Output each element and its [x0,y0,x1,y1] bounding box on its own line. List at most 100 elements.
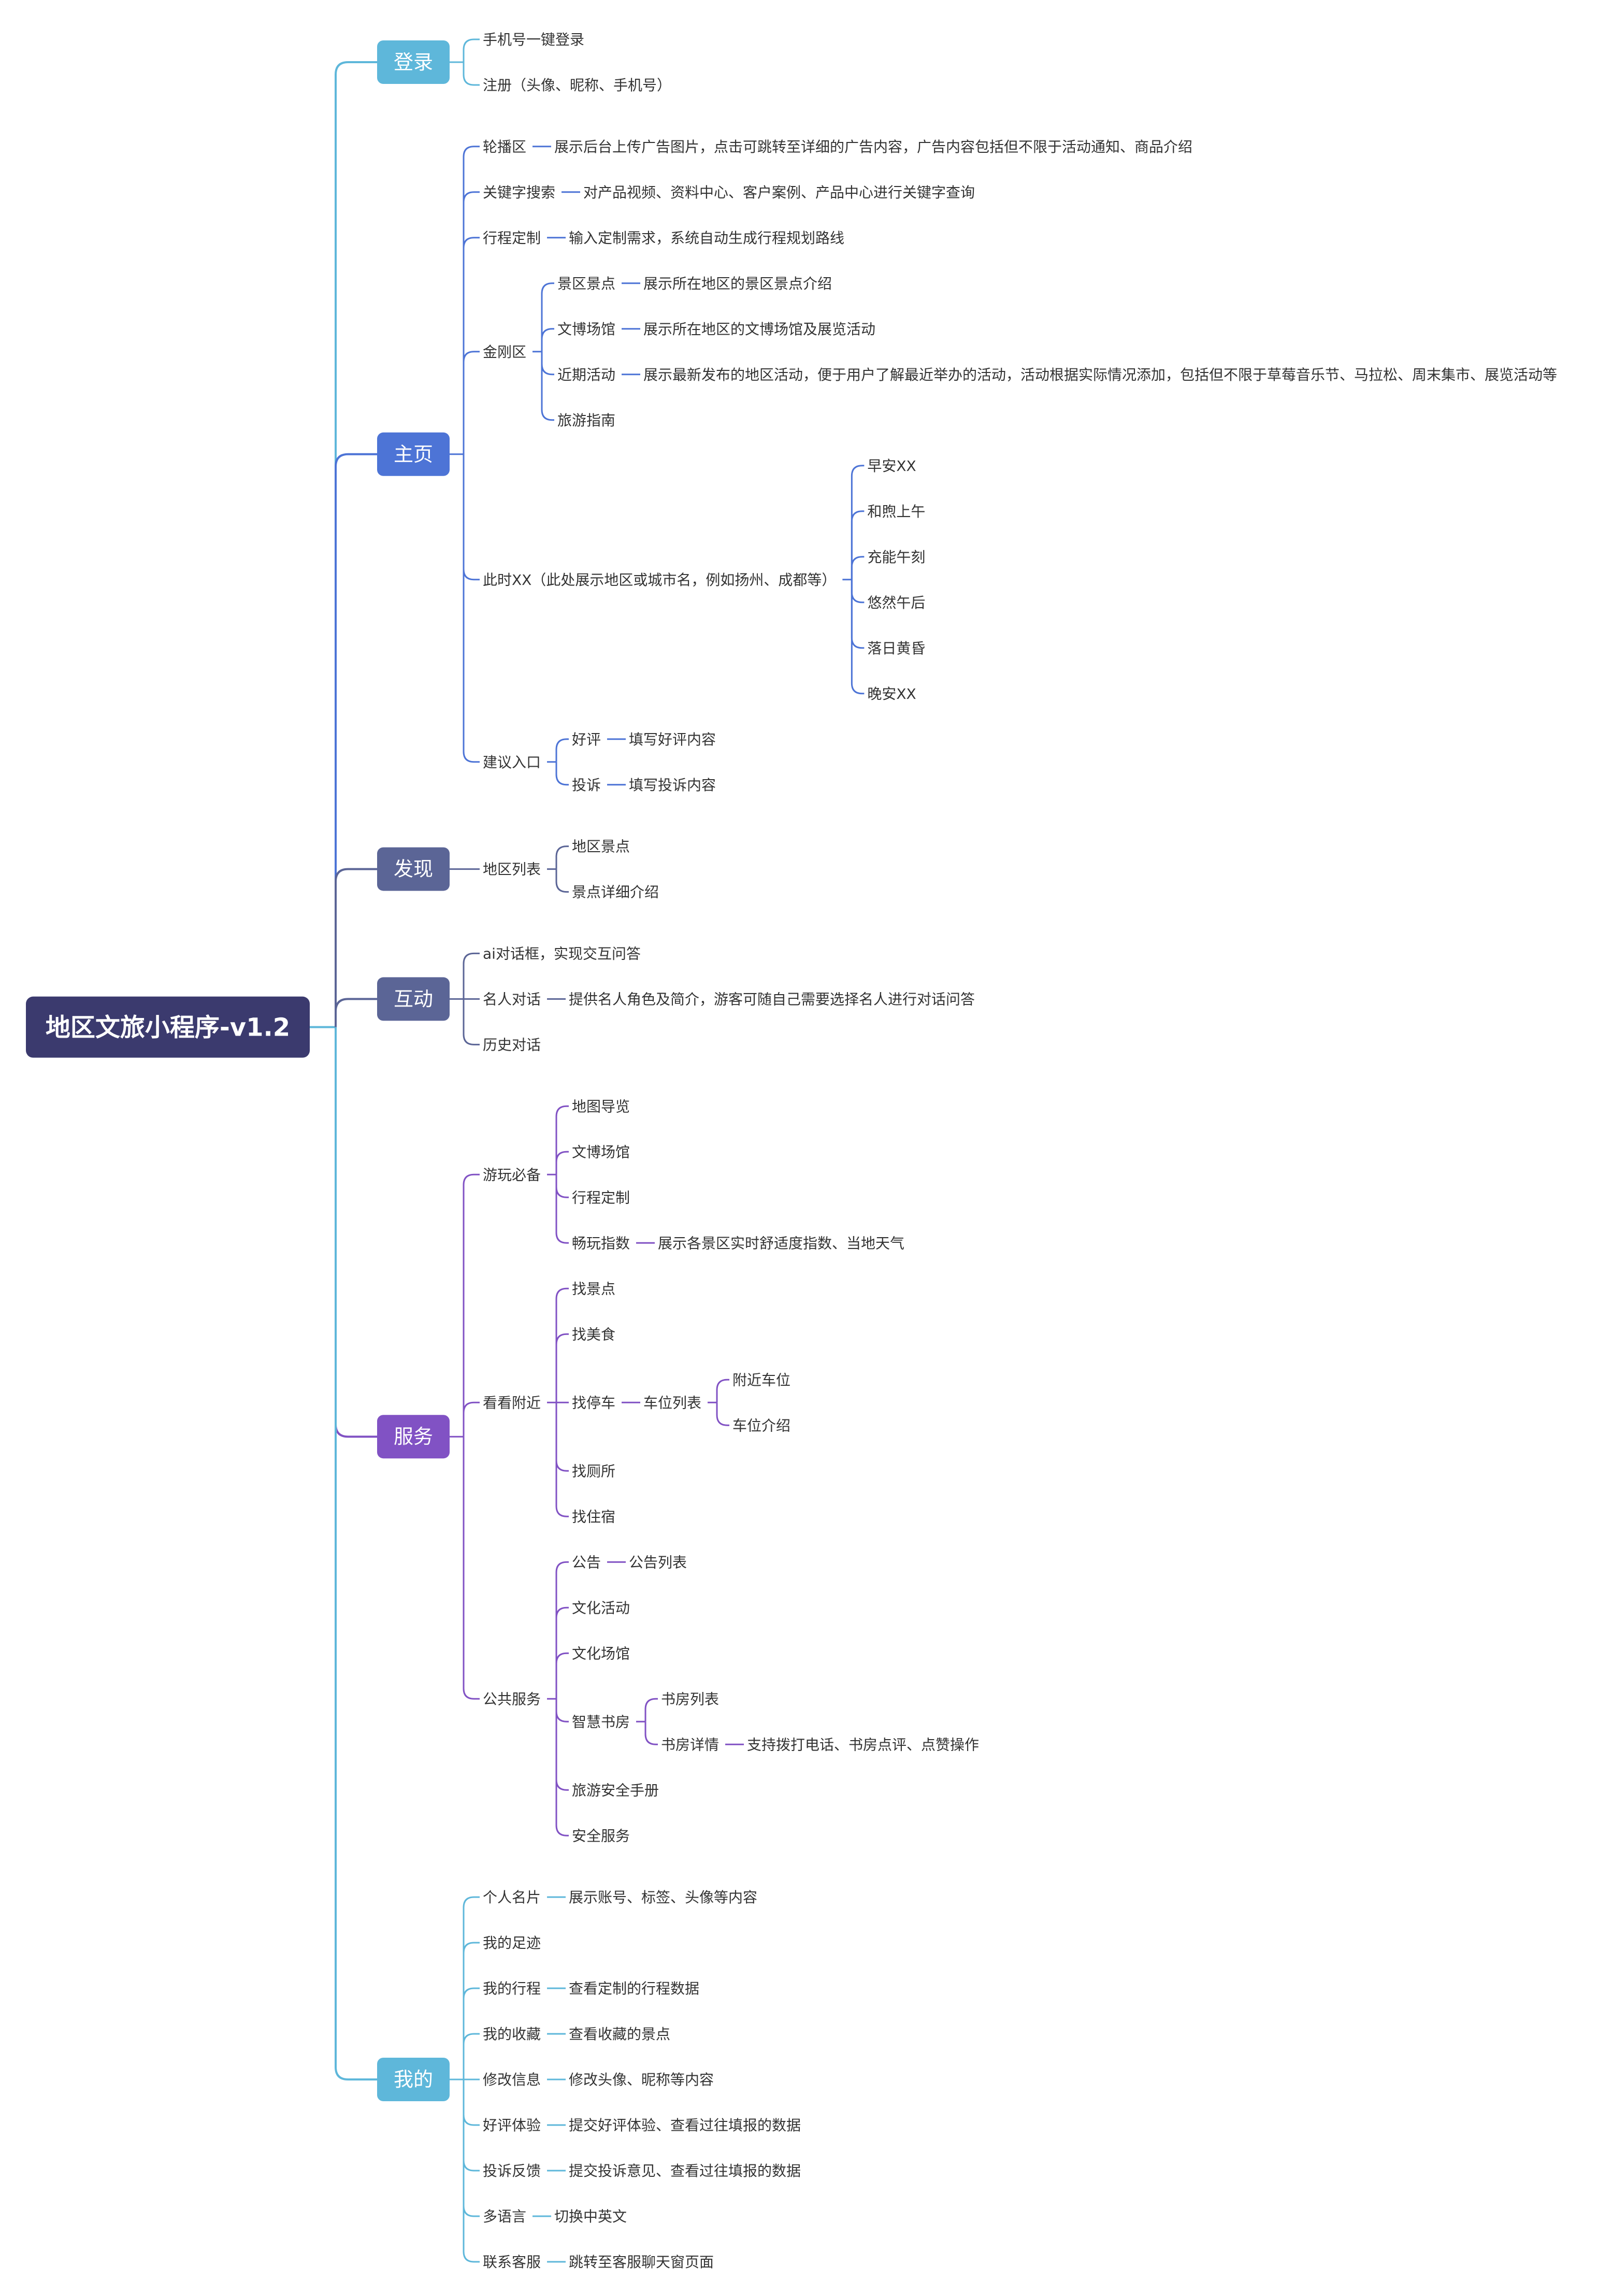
topic-label[interactable]: 名人对话 [483,991,541,1008]
topic-label[interactable]: 好评 [572,731,601,748]
topic-label[interactable]: 找住宿 [572,1508,615,1525]
topic-label[interactable]: 近期活动 [557,366,615,383]
topic-label[interactable]: 展示各景区实时舒适度指数、当地天气 [658,1235,904,1252]
topic-label[interactable]: 早安XX [867,457,916,475]
topic-label[interactable]: 查看收藏的景点 [569,2026,670,2043]
topic-label[interactable]: 提交好评体验、查看过往填报的数据 [569,2117,801,2134]
topic-label[interactable]: 地图导览 [572,1098,630,1115]
root-topic[interactable]: 地区文旅小程序-v1.2 [26,996,310,1058]
topic-label[interactable]: 悠然午后 [867,594,925,611]
topic-label[interactable]: 旅游安全手册 [572,1782,659,1799]
connector-line [463,351,480,454]
topic-label[interactable]: 填写好评内容 [629,731,716,748]
topic-label[interactable]: 投诉反馈 [483,2162,541,2179]
topic-label[interactable]: 修改头像、昵称等内容 [569,2071,714,2088]
topic-label[interactable]: 建议入口 [483,754,541,771]
topic-label[interactable]: 投诉 [572,777,601,794]
topic-label[interactable]: 落日黄昏 [867,640,925,657]
topic-label[interactable]: 文博场馆 [557,321,615,338]
topic-label[interactable]: 文化活动 [572,1599,630,1616]
topic-label[interactable]: 历史对话 [483,1036,541,1053]
branch-home[interactable]: 主页 [377,432,450,476]
topic-label[interactable]: 公告列表 [629,1554,687,1571]
topic-label[interactable]: 晚安XX [867,685,916,702]
topic-label[interactable]: 好评体验 [483,2117,541,2134]
topic-label[interactable]: ai对话框，实现交互问答 [483,945,641,962]
topic-label[interactable]: 文博场馆 [572,1143,630,1160]
topic-label[interactable]: 车位介绍 [732,1417,790,1434]
connector-line [555,738,569,762]
topic-label[interactable]: 旅游指南 [557,412,615,429]
connector-line [555,1333,569,1403]
topic-label[interactable]: 手机号一键登录 [483,31,584,48]
topic-label[interactable]: 展示后台上传广告图片，点击可跳转至详细的广告内容，广告内容包括但不限于活动通知、… [554,138,1192,155]
topic-label[interactable]: 景点详细介绍 [572,884,659,901]
connector-line [463,2079,480,2263]
topic-label[interactable]: 和煦上午 [867,503,925,520]
topic-label[interactable]: 支持拨打电话、书房点评、点赞操作 [747,1736,979,1753]
branch-mine[interactable]: 我的 [377,2058,450,2101]
topic-label[interactable]: 查看定制的行程数据 [569,1980,699,1997]
branch-service[interactable]: 服务 [377,1415,450,1459]
connector-line [541,328,555,352]
topic-label[interactable]: 看看附近 [483,1394,541,1411]
topic-label[interactable]: 行程定制 [572,1189,630,1206]
topic-label[interactable]: 地区景点 [572,838,630,855]
topic-label[interactable]: 附近车位 [732,1371,790,1388]
topic-label[interactable]: 我的收藏 [483,2026,541,2043]
connector-line [463,62,480,86]
topic-label[interactable]: 修改信息 [483,2071,541,2088]
topic-label[interactable]: 地区列表 [483,861,541,878]
topic-label[interactable]: 关键字搜索 [483,184,555,201]
topic-label[interactable]: 个人名片 [483,1889,541,1906]
connector-line [555,1287,569,1403]
topic-label[interactable]: 找美食 [572,1326,615,1343]
topic-label[interactable]: 展示所在地区的景区景点介绍 [643,275,832,292]
topic-label[interactable]: 展示所在地区的文博场馆及展览活动 [643,321,875,338]
topic-label[interactable]: 填写投诉内容 [629,777,716,794]
topic-label[interactable]: 轮播区 [483,138,526,155]
topic-label[interactable]: 公共服务 [483,1690,541,1707]
topic-label[interactable]: 书房详情 [661,1736,719,1753]
topic-label[interactable]: 跳转至客服聊天窗页面 [569,2254,714,2271]
branch-login[interactable]: 登录 [377,40,450,84]
topic-label[interactable]: 我的行程 [483,1980,541,1997]
topic-label[interactable]: 找厕所 [572,1462,615,1480]
topic-label[interactable]: 安全服务 [572,1827,630,1844]
topic-label[interactable]: 我的足迹 [483,1934,541,1951]
topic-label[interactable]: 输入定制需求，系统自动生成行程规划路线 [569,229,844,247]
connector-line [644,1721,658,1745]
topic-label[interactable]: 展示账号、标签、头像等内容 [569,1889,757,1906]
topic-label[interactable]: 展示最新发布的地区活动，便于用户了解最近举办的活动，活动根据实际情况添加，包括但… [643,366,1557,383]
topic-label[interactable]: 切换中英文 [554,2208,627,2225]
topic-label[interactable]: 联系客服 [483,2254,541,2271]
topic-label[interactable]: 车位列表 [643,1394,701,1411]
connector-line [851,556,865,580]
connector-line [716,1379,730,1403]
topic-label[interactable]: 多语言 [483,2208,526,2225]
topic-label[interactable]: 游玩必备 [483,1166,541,1183]
topic-label[interactable]: 公告 [572,1554,601,1571]
topic-label[interactable]: 注册（头像、昵称、手机号） [483,77,671,94]
branch-discover[interactable]: 发现 [377,847,450,891]
topic-label[interactable]: 景区景点 [557,275,615,292]
topic-label[interactable]: 金刚区 [483,343,526,361]
topic-label[interactable]: 提供名人角色及简介，游客可随自己需要选择名人进行对话问答 [569,991,975,1008]
topic-label[interactable]: 畅玩指数 [572,1235,630,1252]
branch-interact[interactable]: 互动 [377,977,450,1021]
topic-label[interactable]: 书房列表 [661,1690,719,1707]
topic-label[interactable]: 找景点 [572,1280,615,1297]
topic-label[interactable]: 行程定制 [483,229,541,247]
topic-label[interactable]: 提交投诉意见、查看过往填报的数据 [569,2162,801,2179]
connector-layer [310,38,865,2263]
topic-label[interactable]: 对产品视频、资料中心、客户案例、产品中心进行关键字查询 [583,184,975,201]
topic-label[interactable]: 智慧书房 [572,1713,630,1730]
topic-label[interactable]: 此时XX（此处展示地区或城市名，例如扬州、成都等） [483,571,836,589]
topic-label[interactable]: 充能午刻 [867,549,925,566]
connector-line [463,1896,480,2079]
topic-label[interactable]: 找停车 [572,1394,615,1411]
connector-line [463,1173,480,1437]
topic-label[interactable]: 文化场馆 [572,1645,630,1662]
connector-line [463,2079,480,2126]
